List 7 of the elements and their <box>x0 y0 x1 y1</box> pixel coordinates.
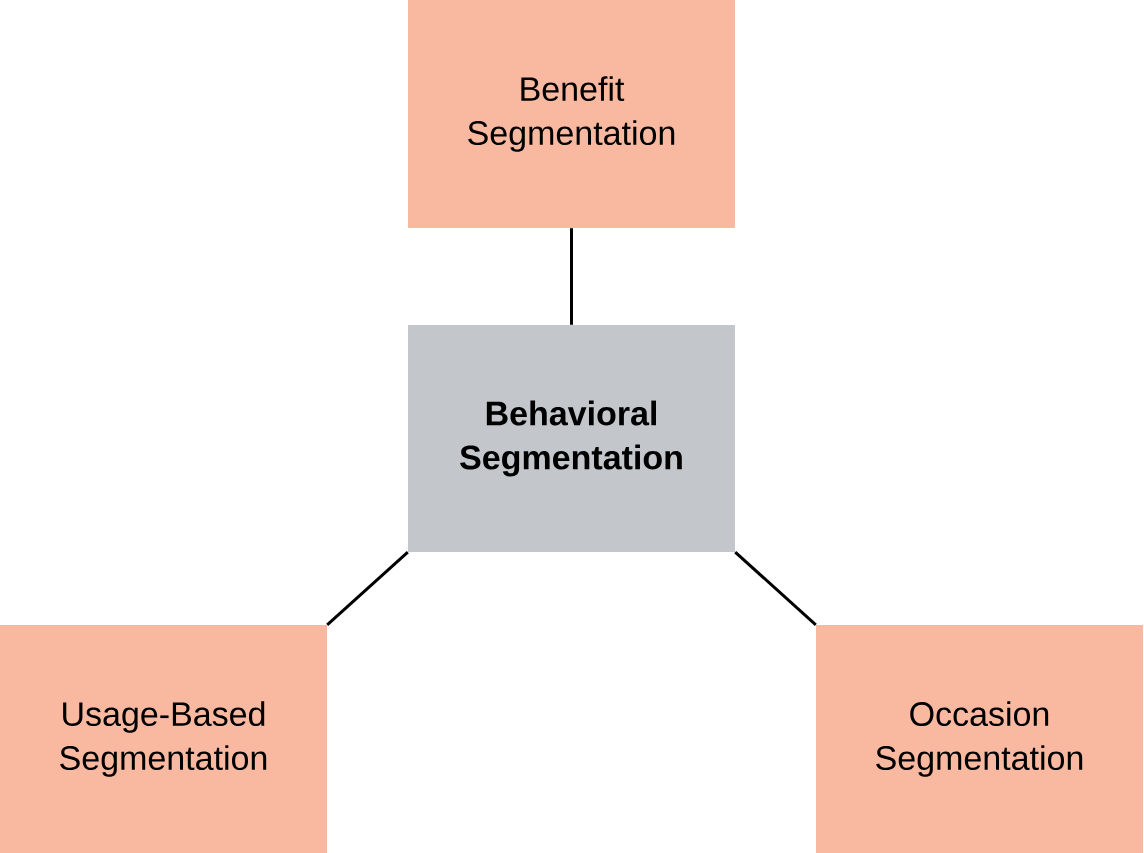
category-box: Usage-Based Segmentation <box>0 625 327 853</box>
category-box: Benefit Segmentation <box>408 0 735 228</box>
connector-line <box>326 551 409 626</box>
central-box: Behavioral Segmentation <box>408 325 735 552</box>
connector-line <box>570 228 573 325</box>
category-box: Occasion Segmentation <box>816 625 1143 853</box>
connector-line <box>734 551 817 626</box>
